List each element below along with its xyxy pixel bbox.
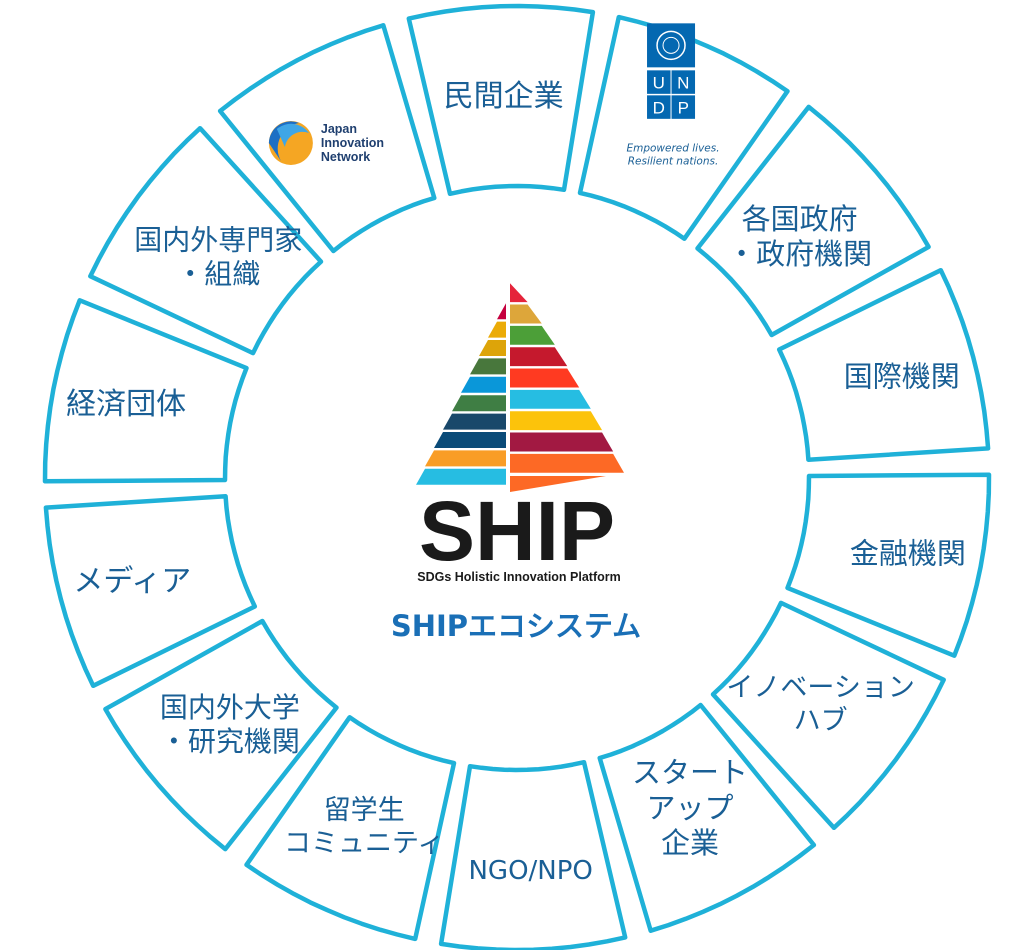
segment-international-orgs bbox=[776, 267, 991, 462]
undp-letter-box bbox=[671, 70, 696, 94]
label-line: 経済団体 bbox=[66, 387, 186, 422]
sail-right-stripe bbox=[510, 368, 580, 388]
undp-tagline: Empowered lives. bbox=[626, 142, 719, 154]
segment-private-companies bbox=[406, 3, 596, 197]
label-financial-institutions: 金融機関 bbox=[850, 536, 966, 570]
label-experts: 国内外専門家・組織 bbox=[134, 223, 302, 290]
undp-letter: U bbox=[653, 73, 665, 92]
segment-ngo-npo bbox=[438, 759, 628, 950]
label-line: 金融機関 bbox=[850, 536, 966, 570]
undp-letter-box bbox=[647, 70, 671, 94]
undp-letter-box bbox=[671, 95, 696, 119]
label-private-companies: 民間企業 bbox=[444, 79, 564, 114]
jin-logo-text: Innovation bbox=[321, 136, 384, 150]
sail-left-stripe bbox=[497, 303, 506, 320]
segment-media bbox=[43, 494, 258, 689]
label-line: メディア bbox=[73, 564, 191, 599]
jin-logo-text: Japan bbox=[321, 122, 357, 136]
label-line: 国際機関 bbox=[844, 359, 960, 393]
label-line: ・組織 bbox=[176, 258, 260, 291]
sail-right-stripe bbox=[510, 347, 568, 367]
sail-left-stripe bbox=[434, 432, 506, 448]
label-media: メディア bbox=[73, 564, 191, 599]
sail-left-stripe bbox=[488, 321, 506, 338]
un-globe-icon bbox=[662, 36, 680, 54]
sail-left-stripe bbox=[461, 376, 506, 393]
jin-logo-text: Network bbox=[321, 150, 370, 164]
undp-letter: N bbox=[677, 73, 689, 92]
segment-startups bbox=[597, 702, 817, 933]
sail-right-stripe bbox=[510, 325, 555, 345]
sail-right-stripe bbox=[510, 432, 614, 452]
segment-student-community bbox=[244, 715, 457, 942]
label-line: ・研究機関 bbox=[160, 725, 300, 758]
label-line: 企業 bbox=[661, 826, 719, 860]
ship-logo-group: SHIP SDGs Holistic Innovation Platform S… bbox=[391, 283, 641, 643]
sail-left-stripe bbox=[479, 340, 506, 356]
label-universities: 国内外大学・研究機関 bbox=[160, 691, 300, 758]
label-line: 国内外大学 bbox=[160, 691, 300, 724]
sail-hull-stripe bbox=[510, 476, 606, 492]
ship-subtitle: SDGs Holistic Innovation Platform bbox=[417, 570, 621, 584]
segment-universities bbox=[103, 618, 339, 852]
label-line: ・政府機関 bbox=[727, 237, 872, 271]
undp-letter-box bbox=[647, 95, 671, 119]
label-line: イノベーション bbox=[726, 673, 914, 704]
label-line: 国内外専門家 bbox=[134, 223, 302, 256]
label-business-associations: 経済団体 bbox=[66, 387, 186, 422]
segment-financial-institutions bbox=[785, 472, 992, 658]
sail-left-stripe bbox=[470, 358, 506, 375]
label-ngo-npo: NGO/NPO bbox=[468, 856, 592, 886]
sail-right-stripe bbox=[510, 283, 528, 303]
sail-right-stripe bbox=[510, 453, 624, 473]
label-line: アップ bbox=[646, 791, 733, 825]
undp-letter: P bbox=[678, 98, 689, 117]
label-line: NGO/NPO bbox=[468, 856, 592, 886]
un-emblem-icon bbox=[656, 30, 686, 61]
label-international-orgs: 国際機関 bbox=[844, 359, 960, 393]
segment-business-associations bbox=[42, 298, 249, 484]
sail-left-stripe bbox=[425, 450, 506, 467]
label-line: 民間企業 bbox=[444, 79, 564, 114]
segment-jin bbox=[217, 23, 437, 254]
jin-swoosh-light-icon bbox=[276, 123, 309, 147]
segment-experts bbox=[88, 125, 324, 356]
sail-left-stripe bbox=[416, 468, 506, 485]
label-line: 各国政府 bbox=[742, 202, 858, 236]
label-line: ハブ bbox=[794, 705, 848, 736]
segment-governments bbox=[695, 104, 931, 338]
segment-innovation-hubs bbox=[710, 600, 946, 831]
sail-right-stripe bbox=[510, 304, 542, 324]
label-line: コミュニティ bbox=[284, 828, 444, 859]
jin-swoosh-icon bbox=[268, 121, 299, 161]
un-emblem-box bbox=[647, 23, 696, 68]
sail-right-stripe bbox=[510, 389, 591, 409]
label-line: スタート bbox=[632, 755, 748, 789]
sail-left-stripe bbox=[443, 413, 506, 430]
undp-letter: D bbox=[653, 98, 665, 117]
ship-wordmark: SHIP bbox=[419, 484, 615, 578]
ecosystem-title: SHIPエコシステム bbox=[391, 609, 641, 643]
sail-left-stripe bbox=[452, 395, 506, 412]
label-governments: 各国政府・政府機関 bbox=[727, 202, 872, 271]
undp-tagline: Resilient nations. bbox=[628, 155, 719, 167]
label-line: 留学生 bbox=[324, 795, 405, 826]
sail-right-stripe bbox=[510, 411, 603, 431]
ship-sail-logo bbox=[416, 283, 624, 492]
ring-segments bbox=[42, 3, 992, 950]
